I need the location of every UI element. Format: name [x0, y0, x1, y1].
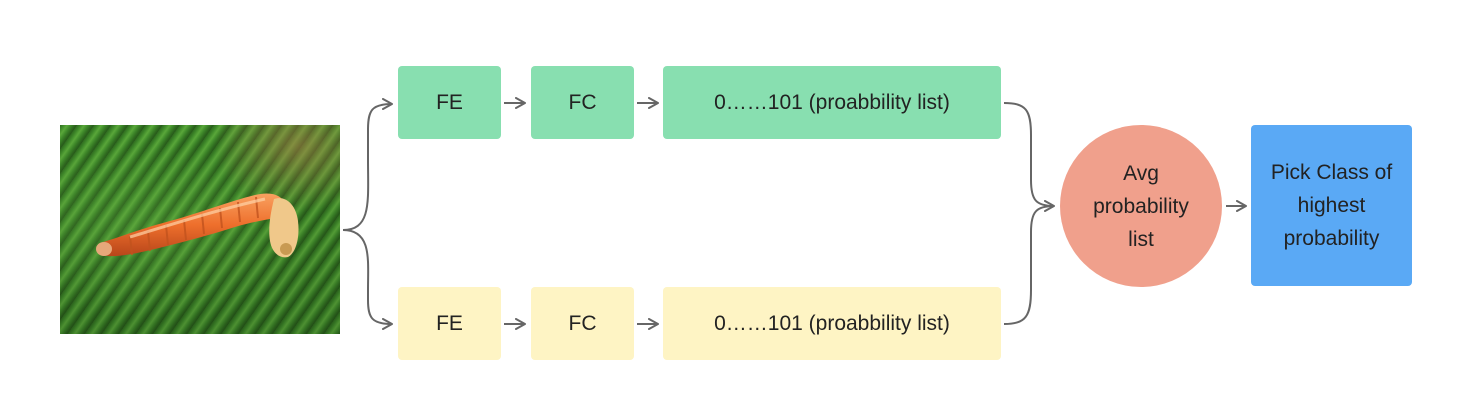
pick-highest-class-label: Pick Class of highest probability — [1270, 161, 1393, 250]
merge-arrow-bottom — [1003, 205, 1055, 325]
merge-arrow-top — [1003, 102, 1055, 212]
feature-extractor-top: FE — [398, 66, 501, 139]
probability-list-top: 0……101 (proabbility list) — [663, 66, 1001, 139]
average-probability-node: Avg probability list — [1060, 125, 1222, 287]
split-arrow-bottom — [342, 229, 393, 330]
feature-extractor-bottom: FE — [398, 287, 501, 360]
average-probability-label: Avg probability list — [1093, 161, 1189, 251]
input-image — [60, 125, 340, 334]
caterpillar-illustration — [96, 193, 299, 258]
fully-connected-bottom: FC — [531, 287, 634, 360]
pick-highest-class-node: Pick Class of highest probability — [1251, 125, 1412, 286]
feature-extractor-top-label: FE — [436, 90, 463, 114]
fully-connected-top-label: FC — [568, 90, 597, 114]
probability-list-top-label: 0……101 (proabbility list) — [714, 90, 950, 114]
probability-list-bottom: 0……101 (proabbility list) — [663, 287, 1001, 360]
fully-connected-bottom-label: FC — [568, 311, 597, 335]
probability-list-bottom-label: 0……101 (proabbility list) — [714, 311, 950, 335]
split-arrow-top — [342, 98, 393, 231]
feature-extractor-bottom-label: FE — [436, 311, 463, 335]
fully-connected-top: FC — [531, 66, 634, 139]
